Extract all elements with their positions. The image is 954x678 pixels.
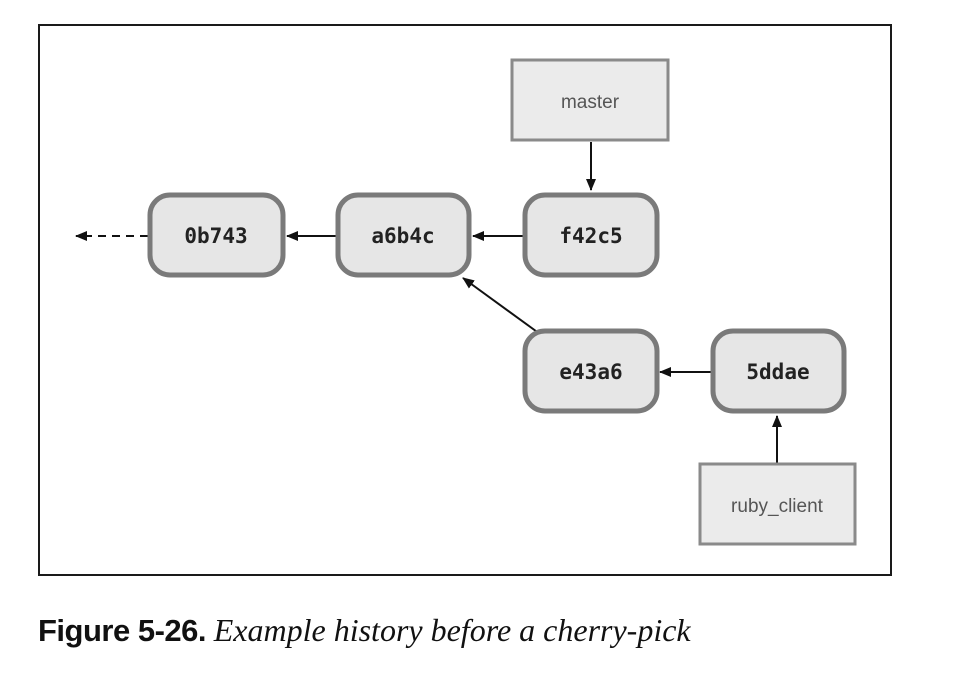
commit-node-5ddae: 5ddae [710, 328, 847, 414]
figure-caption: Figure 5-26. Example history before a ch… [38, 612, 918, 649]
figure-caption-text: Example history before a cherry-pick [213, 612, 691, 648]
branch-label: ruby_client [731, 496, 824, 517]
commit-box [710, 328, 847, 414]
branch-master: master [510, 58, 670, 142]
commit-id: a6b4c [371, 224, 434, 248]
commit-id: f42c5 [559, 224, 622, 248]
commit-node-a6b4c: a6b4c [335, 192, 472, 278]
commit-id: 5ddae [746, 360, 809, 384]
commit-box [522, 192, 660, 278]
branch-box [698, 462, 857, 546]
commit-node-0b743: 0b743 [147, 192, 286, 278]
commit-id: e43a6 [559, 360, 622, 384]
commit-node-e43a6: e43a6 [522, 328, 660, 414]
commit-box [335, 192, 472, 278]
commit-node-f42c5: f42c5 [522, 192, 660, 278]
figure-number: Figure 5-26. [38, 613, 207, 648]
branch-box [510, 58, 670, 142]
commit-box [147, 192, 286, 278]
commit-box [522, 328, 660, 414]
branch-label: master [561, 92, 620, 113]
commit-id: 0b743 [184, 224, 247, 248]
branch-ruby-client: ruby_client [698, 462, 857, 546]
edge-e43a6-to-a6b4c [462, 277, 541, 335]
